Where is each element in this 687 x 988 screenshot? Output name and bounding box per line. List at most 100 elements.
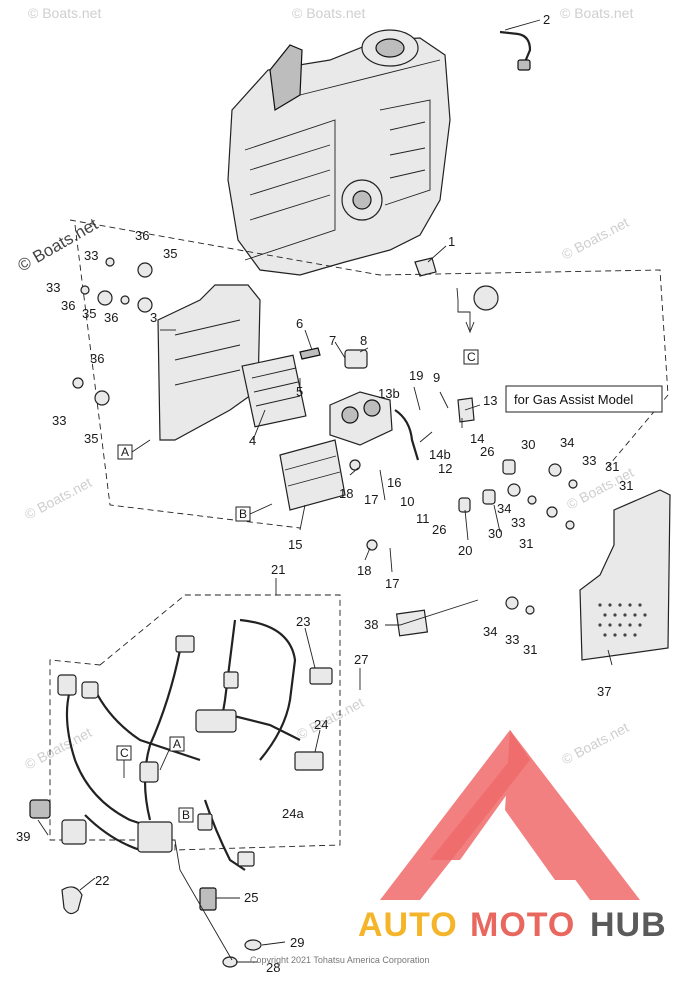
callout: 24 [314, 717, 328, 732]
callout-numbers: 2 1 36 33 35 33 36 35 36 3 36 33 35 6 7 … [16, 12, 633, 975]
callout: 36 [104, 310, 118, 325]
callout: 33 [46, 280, 60, 295]
cap-22 [61, 886, 83, 915]
callout: 24a [282, 806, 304, 821]
callout: 18 [339, 486, 353, 501]
callout: 21 [271, 562, 285, 577]
callout: 25 [244, 890, 258, 905]
svg-text:A: A [173, 737, 181, 751]
callout: 34 [497, 501, 511, 516]
callout: 18 [357, 563, 371, 578]
ref-box-b: B [235, 506, 251, 522]
part-6 [299, 347, 321, 360]
logo-auto: AUTO [358, 906, 458, 944]
watermark-tile: © Boats.net [559, 719, 631, 768]
callout: 20 [458, 543, 472, 558]
callout: 17 [385, 576, 399, 591]
callout: 39 [16, 829, 30, 844]
callout: 15 [288, 537, 302, 552]
callout: 23 [296, 614, 310, 629]
svg-text:B: B [182, 808, 190, 822]
part-25 [199, 887, 217, 911]
connector-8 [344, 349, 368, 369]
copyright: Copyright 2021 Tohatsu America Corporati… [250, 955, 429, 965]
watermark-tile: © Boats.net [22, 724, 94, 773]
watermark-tile: © Boats.net [28, 5, 101, 21]
label-38 [395, 609, 429, 637]
callout: 31 [619, 478, 633, 493]
callout: 19 [409, 368, 423, 383]
callout: 35 [84, 431, 98, 446]
callout: 35 [82, 306, 96, 321]
automotohub-logo: AUTO MOTO HUB [358, 730, 667, 944]
plug-c [473, 285, 499, 311]
callout: 13 [483, 393, 497, 408]
cover-37 [579, 489, 671, 661]
engine-block [227, 29, 451, 276]
callout: 36 [135, 228, 149, 243]
callout: 33 [84, 248, 98, 263]
callout: 29 [290, 935, 304, 950]
callout: 9 [433, 370, 440, 385]
callout: 33 [582, 453, 596, 468]
callout: 28 [266, 960, 280, 975]
watermark-boats-net: © Boats.net [15, 214, 102, 275]
callout: 27 [354, 652, 368, 667]
part-39 [29, 799, 51, 819]
bracket-3 [157, 284, 261, 441]
svg-text:C: C [467, 350, 476, 364]
clip-28 [222, 956, 238, 968]
watermark-tile: © Boats.net [294, 694, 366, 743]
callout: 17 [364, 492, 378, 507]
cover-grille [598, 603, 647, 637]
switch-23 [309, 667, 333, 685]
callout: 14b [429, 447, 451, 462]
clip-29 [244, 939, 262, 951]
logo-triangle-icon [430, 730, 640, 900]
callout: 13b [378, 386, 400, 401]
sensor-connector-2 [517, 59, 531, 71]
svg-text:B: B [239, 507, 247, 521]
callout: 5 [296, 384, 303, 399]
watermark-tile: © Boats.net [560, 5, 633, 21]
ref-box-b-harness: B [178, 807, 194, 823]
wire-harness-21 [57, 618, 301, 871]
callout: 35 [163, 246, 177, 261]
sensor-1 [414, 257, 437, 277]
ref-box-a: A [117, 444, 133, 460]
watermark-tile: © Boats.net [22, 474, 94, 523]
ref-box-c-harness: C [116, 745, 132, 761]
callout: 26 [432, 522, 446, 537]
callout: 7 [329, 333, 336, 348]
logo-hub: HUB [590, 906, 667, 944]
callout: 22 [95, 873, 109, 888]
callout: 36 [61, 298, 75, 313]
callout: 26 [480, 444, 494, 459]
callout: 31 [523, 642, 537, 657]
callout: 30 [488, 526, 502, 541]
callout: 4 [249, 433, 256, 448]
callout: 16 [387, 475, 401, 490]
module-4 [241, 354, 307, 428]
logo-moto: MOTO [470, 906, 575, 944]
callout: 8 [360, 333, 367, 348]
callout: 33 [52, 413, 66, 428]
watermark-tile: © Boats.net [559, 214, 631, 263]
callout: 34 [483, 624, 497, 639]
callout: 1 [448, 234, 455, 249]
connector-24 [294, 751, 324, 771]
callout: 14 [470, 431, 484, 446]
ecu-15 [279, 439, 346, 511]
callout: 33 [505, 632, 519, 647]
callout: 33 [511, 515, 525, 530]
callout: 34 [560, 435, 574, 450]
callout: 30 [521, 437, 535, 452]
callout: 10 [400, 494, 414, 509]
callout: 37 [597, 684, 611, 699]
leader-lines [37, 19, 613, 963]
callout: 6 [296, 316, 303, 331]
svg-text:for Gas Assist Model: for Gas Assist Model [514, 392, 633, 407]
callout: 38 [364, 617, 378, 632]
watermark-tile: © Boats.net [292, 5, 365, 21]
